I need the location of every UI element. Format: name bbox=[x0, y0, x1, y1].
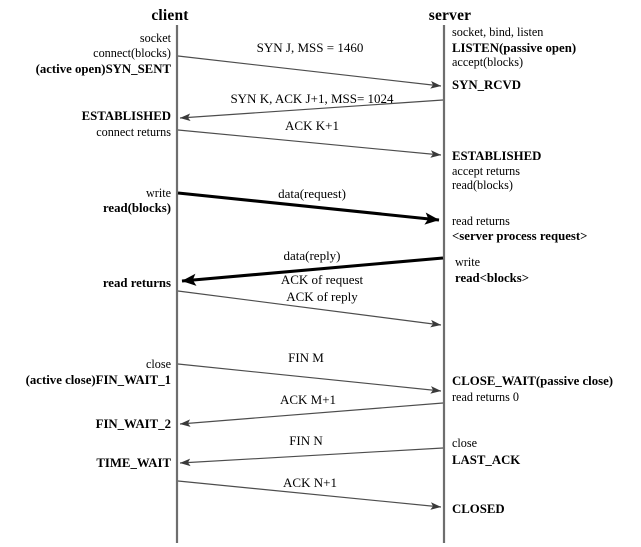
arrow-ack-reply bbox=[177, 290, 442, 328]
server-label-read-blocks: read(blocks) bbox=[452, 178, 513, 192]
server-label-closed: CLOSED bbox=[452, 502, 505, 516]
server-label-last-ack: LAST_ACK bbox=[452, 453, 520, 467]
message-ack-k1: ACK K+1 bbox=[285, 118, 339, 133]
arrow-fin-m bbox=[177, 363, 442, 394]
message-syn-j: SYN J, MSS = 1460 bbox=[257, 40, 364, 55]
client-label-read-returns: read returns bbox=[103, 276, 171, 290]
server-label-write: write bbox=[455, 255, 480, 269]
message-syn-k: SYN K, ACK J+1, MSS= 1024 bbox=[230, 91, 394, 106]
client-label-socket: socket bbox=[140, 31, 172, 45]
client-label-fin-wait-1: (active close)FIN_WAIT_1 bbox=[26, 373, 171, 387]
arrow-syn-j bbox=[177, 55, 442, 89]
arrow-ack-n1 bbox=[177, 480, 442, 510]
client-title: client bbox=[151, 7, 189, 24]
arrow-ack-m1 bbox=[179, 402, 444, 427]
server-label-established: ESTABLISHED bbox=[452, 149, 541, 163]
client-label-connect-blocks: connect(blocks) bbox=[93, 46, 171, 60]
arrow-data-request bbox=[177, 191, 440, 225]
message-fin-n: FIN N bbox=[289, 433, 323, 448]
server-label-close: close bbox=[452, 436, 477, 450]
server-label-close-wait: CLOSE_WAIT(passive close) bbox=[452, 374, 613, 388]
client-label-connect-returns: connect returns bbox=[96, 125, 171, 139]
server-title: server bbox=[429, 7, 472, 24]
client-label-fin-wait-2: FIN_WAIT_2 bbox=[96, 417, 171, 431]
server-label-accept-returns: accept returns bbox=[452, 164, 520, 178]
server-label-read-returns-0: read returns 0 bbox=[452, 390, 519, 404]
message-ack-request: ACK of request bbox=[281, 272, 364, 287]
client-label-time-wait: TIME_WAIT bbox=[96, 456, 171, 470]
message-fin-m: FIN M bbox=[288, 350, 324, 365]
server-label-server-process-request: <server process request> bbox=[452, 229, 587, 243]
client-label-syn-sent: (active open)SYN_SENT bbox=[36, 62, 172, 76]
message-data-reply: data(reply) bbox=[283, 248, 340, 263]
client-label-write: write bbox=[146, 186, 171, 200]
server-label-listen: LISTEN(passive open) bbox=[452, 41, 576, 55]
server-label-syn-rcvd: SYN_RCVD bbox=[452, 78, 521, 92]
message-ack-reply: ACK of reply bbox=[286, 289, 358, 304]
server-label-socket-bind-listen: socket, bind, listen bbox=[452, 25, 543, 39]
arrow-data-reply bbox=[181, 256, 444, 286]
client-label-read-blocks: read(blocks) bbox=[103, 201, 171, 215]
message-ack-m1: ACK M+1 bbox=[280, 392, 336, 407]
client-label-established: ESTABLISHED bbox=[82, 109, 171, 123]
client-label-close: close bbox=[146, 357, 171, 371]
arrow-ack-k1 bbox=[177, 129, 442, 158]
arrow-syn-k bbox=[179, 99, 444, 122]
message-data-request: data(request) bbox=[278, 186, 346, 201]
message-ack-n1: ACK N+1 bbox=[283, 475, 337, 490]
server-label-read-blocks-2: read<blocks> bbox=[455, 271, 529, 285]
server-label-read-returns: read returns bbox=[452, 214, 510, 228]
arrow-fin-n bbox=[179, 447, 444, 467]
server-label-accept-blocks: accept(blocks) bbox=[452, 55, 523, 69]
